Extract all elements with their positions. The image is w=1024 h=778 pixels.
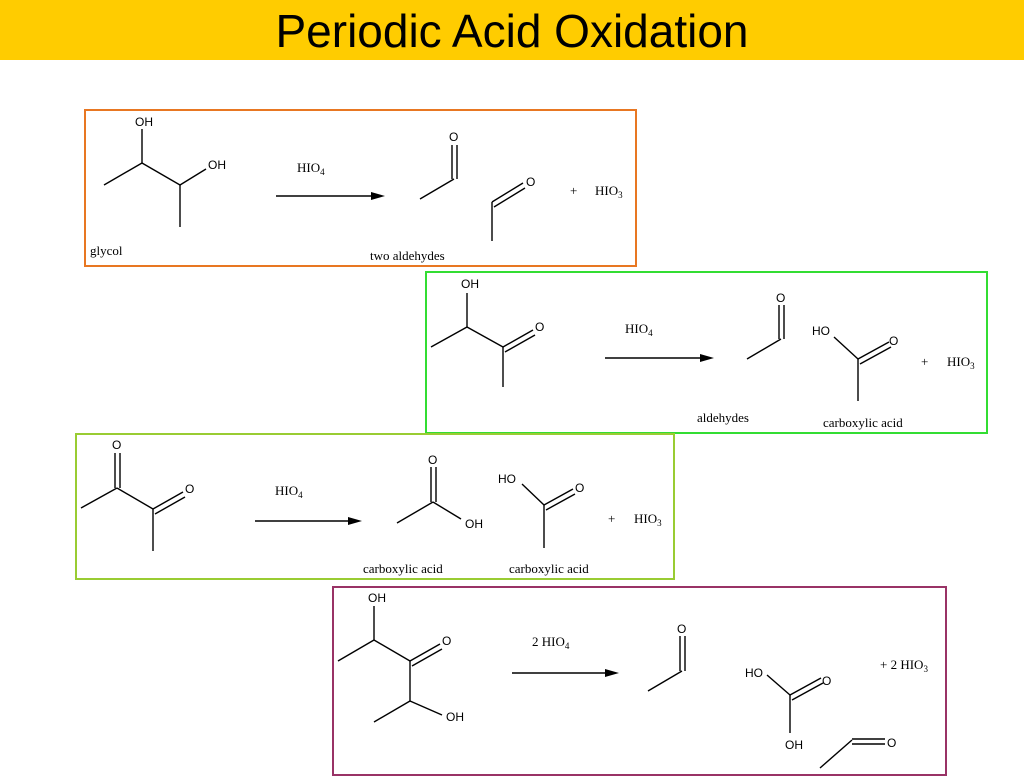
byproduct-2hio3: + 2 HIO3 xyxy=(880,657,928,674)
arrow-head xyxy=(371,192,385,200)
atom-o: O xyxy=(889,334,898,348)
byproduct-hio3: HIO3 xyxy=(947,354,975,371)
reaction-panel-hydroxyketone: OH O HIO4 O HO O + HIO3 aldehydes carbox… xyxy=(425,271,988,434)
atom-o: O xyxy=(112,438,121,452)
plus-sign: + xyxy=(608,511,615,526)
aldehyde-structure: O xyxy=(746,291,785,360)
formaldehyde-structure: O xyxy=(819,736,896,769)
diketone-structure: O O xyxy=(80,438,194,551)
reagent-hio4: HIO4 xyxy=(275,483,303,500)
atom-oh: OH xyxy=(135,115,153,129)
atom-ho: HO xyxy=(745,666,763,680)
atom-o: O xyxy=(822,674,831,688)
reagent-hio4: HIO4 xyxy=(625,321,653,338)
reagent-hio4: HIO4 xyxy=(297,160,325,177)
product-label-carboxylic-acid: carboxylic acid xyxy=(823,415,903,430)
atom-o: O xyxy=(575,481,584,495)
arrow-head xyxy=(348,517,362,525)
hydroxyketone-structure: OH O xyxy=(430,277,544,387)
arrow-head xyxy=(700,354,714,362)
byproduct-hio3: HIO3 xyxy=(595,183,623,200)
arrow-head xyxy=(605,669,619,677)
aldehyde-structure: O xyxy=(419,130,458,200)
atom-o: O xyxy=(442,634,451,648)
reaction-diagram-dihydroxyketone: OH O OH 2 HIO4 O HO O OH O + 2 HIO3 xyxy=(337,591,928,769)
carboxylic-acid-structure: HO O xyxy=(812,324,898,401)
atom-o: O xyxy=(677,622,686,636)
reactant-label: glycol xyxy=(90,243,123,258)
atom-o: O xyxy=(887,736,896,750)
atom-ho: HO xyxy=(498,472,516,486)
atom-o: O xyxy=(776,291,785,305)
atom-oh: OH xyxy=(461,277,479,291)
aldehyde-structure: O xyxy=(647,622,686,692)
product-label: two aldehydes xyxy=(370,248,445,263)
product-label-carboxylic-acid: carboxylic acid xyxy=(363,561,443,576)
atom-oh: OH xyxy=(785,738,803,752)
byproduct-hio3: HIO3 xyxy=(634,511,662,528)
atom-oh: OH xyxy=(368,591,386,605)
atom-oh: OH xyxy=(465,517,483,531)
product-label-aldehydes: aldehydes xyxy=(697,410,749,425)
glycol-structure: OH OH xyxy=(103,115,226,227)
atom-oh: OH xyxy=(446,710,464,724)
plus-sign: + xyxy=(570,183,577,198)
dihydroxyketone-structure: OH O OH xyxy=(337,591,464,724)
reaction-diagram-diketone: O O HIO4 O OH HO O + HIO3 carboxylic aci… xyxy=(80,438,662,576)
atom-o: O xyxy=(526,175,535,189)
atom-oh: OH xyxy=(208,158,226,172)
carboxylic-acid-structure: HO O xyxy=(498,472,584,548)
atom-o: O xyxy=(449,130,458,144)
aldehyde-structure: O xyxy=(491,175,535,241)
atom-o: O xyxy=(535,320,544,334)
carboxylic-acid-structure: O OH xyxy=(396,453,483,531)
carbonic-acid-structure: HO O OH xyxy=(745,666,831,752)
product-label-carboxylic-acid: carboxylic acid xyxy=(509,561,589,576)
reaction-panel-glycol: OH OH HIO4 O O + HIO3 glycol two aldehyd… xyxy=(84,109,637,267)
atom-ho: HO xyxy=(812,324,830,338)
title-bar: Periodic Acid Oxidation xyxy=(0,0,1024,60)
plus-sign: + xyxy=(921,354,928,369)
reaction-diagram-hydroxyketone: OH O HIO4 O HO O + HIO3 aldehydes carbox… xyxy=(430,277,975,430)
reaction-panel-diketone: O O HIO4 O OH HO O + HIO3 carboxylic aci… xyxy=(75,433,675,580)
atom-o: O xyxy=(428,453,437,467)
reaction-panel-dihydroxyketone: OH O OH 2 HIO4 O HO O OH O + 2 HIO3 xyxy=(332,586,947,776)
slide-title: Periodic Acid Oxidation xyxy=(275,5,749,57)
atom-o: O xyxy=(185,482,194,496)
reagent-2hio4: 2 HIO4 xyxy=(532,634,570,651)
reaction-diagram-glycol: OH OH HIO4 O O + HIO3 glycol two aldehyd… xyxy=(90,115,623,263)
